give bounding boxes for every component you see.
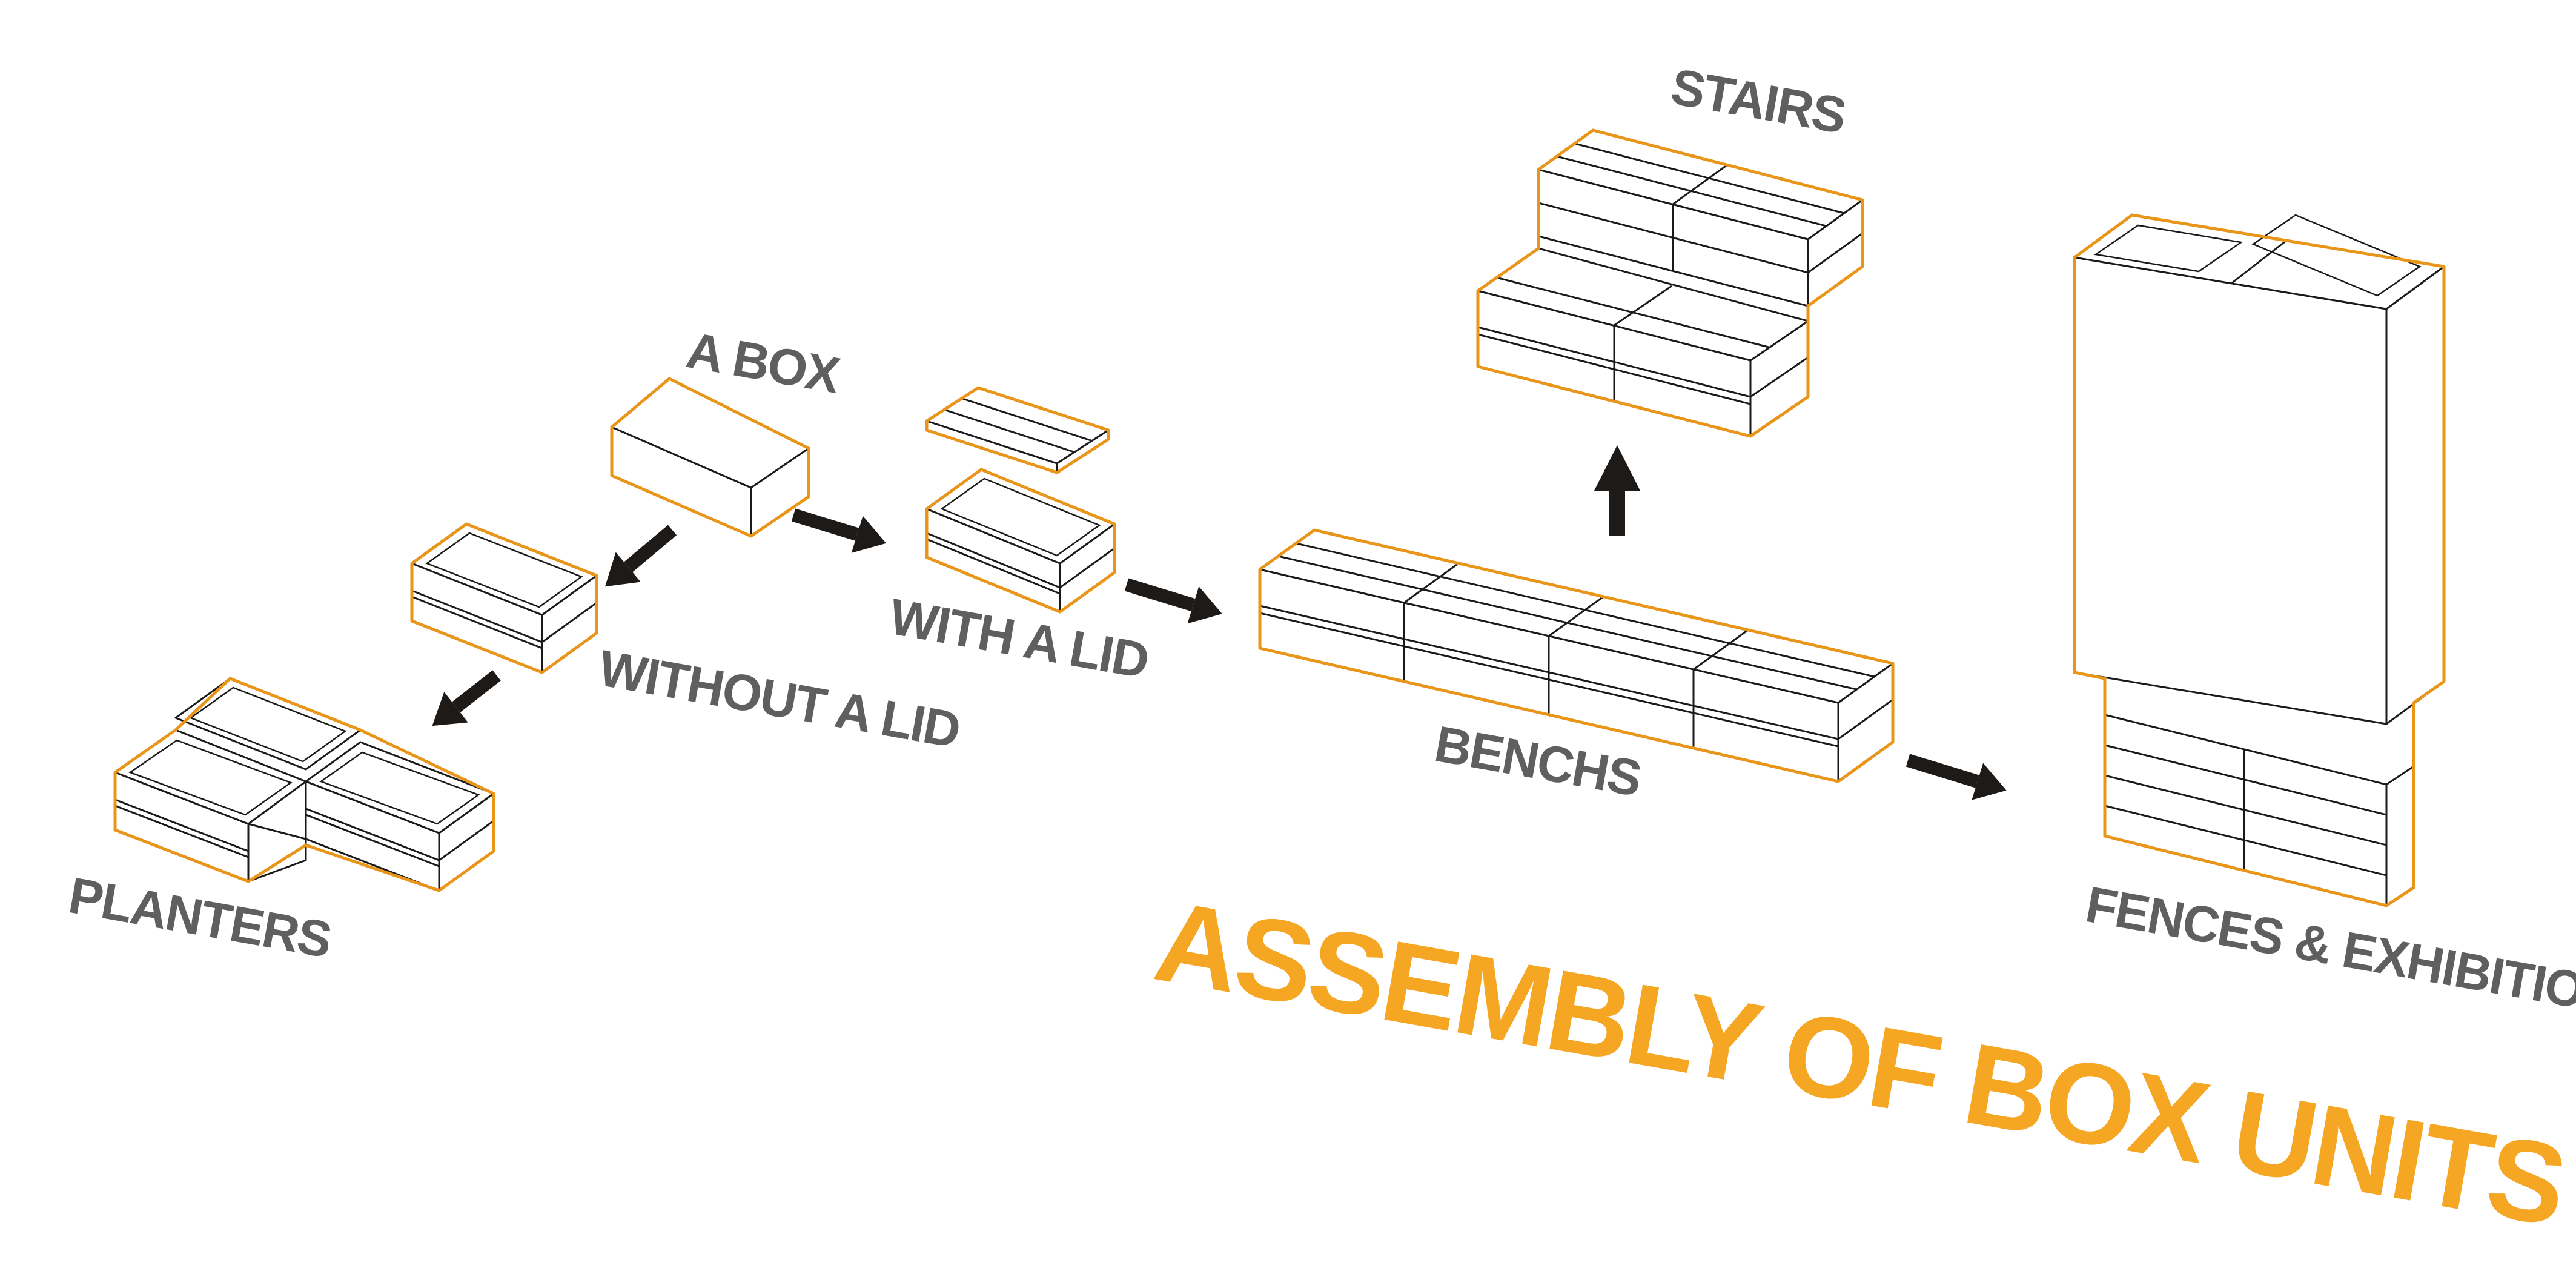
benchs-figure <box>1258 528 1895 783</box>
label-stairs: STAIRS <box>1667 58 1850 144</box>
arrow-benchs-to-fences <box>1906 754 2007 800</box>
a-box-figure <box>610 377 810 538</box>
arrow-box-to-with-lid <box>791 508 887 553</box>
arrow-without-lid-to-planters <box>432 670 501 726</box>
planters-figure <box>113 677 495 892</box>
arrow-with-lid-to-benchs <box>1124 578 1222 624</box>
arrow-benchs-to-stairs <box>1594 445 1640 536</box>
label-planters: PLANTERS <box>65 866 335 968</box>
label-fences-exhibition: FENCES & EXHIBITION <box>2082 875 2576 1025</box>
label-a-box: A BOX <box>683 321 844 404</box>
label-without-lid: WITHOUT A LID <box>595 639 964 758</box>
arrows <box>432 445 2007 800</box>
arrow-box-to-without-lid <box>604 525 677 587</box>
without-lid-figure <box>410 522 598 674</box>
label-with-lid: WITH A LID <box>886 588 1153 689</box>
fences-exhibition-figure <box>2073 213 2446 907</box>
with-lid-figure <box>925 386 1116 614</box>
stairs-figure <box>1476 128 1864 438</box>
